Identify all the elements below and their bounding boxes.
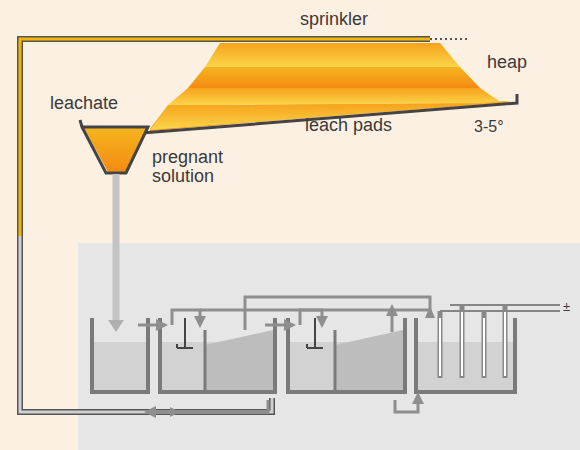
heap-label: heap <box>487 53 527 72</box>
electrodes <box>440 305 560 378</box>
plant-panel <box>78 243 580 450</box>
process-pipes <box>138 297 430 412</box>
tanks <box>92 318 515 392</box>
leachate-pond <box>80 120 148 173</box>
pregnant-solution-label: pregnant solution <box>152 148 252 186</box>
flow-pipe <box>113 174 120 322</box>
polarity-label: ± <box>563 300 570 314</box>
sprinkler-label: sprinkler <box>300 10 368 29</box>
angle-label: 3-5° <box>474 119 504 136</box>
leach-pads-label: leach pads <box>305 116 392 135</box>
flow-arrow <box>108 320 124 332</box>
pipe-arrow <box>425 306 435 318</box>
tank-liquid <box>94 330 513 392</box>
leachate-label: leachate <box>50 94 118 113</box>
